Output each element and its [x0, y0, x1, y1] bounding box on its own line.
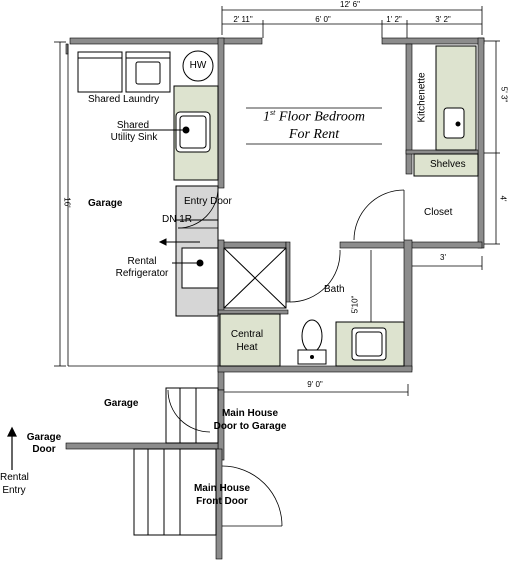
refrigerator-label-2: Refrigerator — [115, 268, 169, 279]
front-door — [221, 465, 283, 527]
refrigerator-label-1: Rental — [127, 256, 157, 267]
dim-closet-width: 3' — [440, 253, 446, 262]
closet-label: Closet — [424, 207, 453, 218]
refrigerator-box — [181, 247, 219, 289]
title-lines — [246, 107, 382, 145]
dim-seg-1: 2' 11" — [233, 15, 253, 24]
house-wall — [65, 442, 219, 450]
toilet-bowl — [301, 319, 323, 353]
dim-overall-width: 12' 6" — [340, 0, 360, 9]
lower-stairs — [133, 387, 219, 536]
page-subtitle: For Rent — [288, 127, 340, 142]
page-title: 1st Floor Bedroom — [262, 108, 366, 125]
washer — [77, 51, 123, 93]
front-door-label-2: Front Door — [196, 496, 248, 507]
garage-door-label-2: Door — [32, 444, 56, 455]
bath-top-wall — [219, 241, 287, 249]
kitchenette-shelf-wall — [405, 149, 479, 155]
bedroom-left-wall — [217, 37, 225, 189]
entry-area — [158, 185, 219, 317]
entry-door-label: Entry Door — [184, 196, 232, 207]
main-house-door-garage-label-2: Door to Garage — [213, 421, 287, 432]
dim-bottom-width: 9' 0" — [307, 380, 323, 389]
bath-label: Bath — [324, 284, 345, 295]
utility-sink-label-2: Utility Sink — [110, 132, 158, 143]
utility-sink-label-1: Shared — [116, 120, 150, 131]
laundry-appliances — [77, 50, 214, 93]
kitchenette-counter — [413, 45, 479, 177]
dn-1r-label: DN 1R — [162, 214, 193, 225]
water-heater — [182, 50, 214, 82]
garage-lower-label: Garage — [104, 398, 139, 409]
garage-outline — [67, 44, 218, 367]
bath-shower-wall — [285, 241, 291, 303]
rental-entry-label-1: Rental — [0, 472, 29, 483]
top-wall-bedroom-right — [381, 37, 485, 45]
kitchenette-label: Kitchenette — [416, 72, 428, 123]
walls — [65, 37, 485, 560]
closet-left-wall — [403, 239, 413, 371]
central-heat-label-1: Central — [230, 329, 264, 340]
shelves-box — [413, 153, 479, 177]
closet-door — [353, 189, 405, 241]
central-heat-top-wall — [217, 309, 289, 315]
top-wall-bedroom-left — [221, 37, 263, 45]
shelves-label: Shelves — [430, 159, 466, 170]
dim-bath-height: 5'10" — [350, 295, 360, 314]
garage-door-label-1: Garage — [26, 432, 62, 443]
dim-seg-3: 1' 2" — [386, 15, 402, 24]
central-heat-box — [219, 313, 281, 367]
bedroom-right-wall — [477, 37, 485, 249]
rental-entry-arrow — [7, 426, 17, 470]
top-wall-garage — [69, 37, 223, 45]
front-door-label-1: Main House — [193, 483, 251, 494]
shared-laundry-label: Shared Laundry — [88, 94, 160, 105]
dim-garage-depth: 16' — [62, 197, 72, 208]
bath-bottom-wall — [217, 365, 413, 373]
water-heater-label: HW — [189, 60, 207, 71]
dim-right-upper: 5' 3" — [499, 86, 509, 103]
central-heat-label-2: Heat — [236, 342, 258, 353]
dim-seg-2: 6' 0" — [315, 15, 331, 24]
main-house-door-garage-label-1: Main House — [221, 408, 279, 419]
dim-seg-4: 3' 2" — [435, 15, 451, 24]
garage-upper-label: Garage — [88, 198, 123, 209]
bath-fixtures — [219, 247, 405, 367]
kitchenette-left-wall — [405, 43, 413, 175]
rental-entry-label-2: Entry — [2, 485, 26, 496]
utility-sink — [122, 85, 219, 181]
dim-right-lower: 4' — [498, 195, 508, 202]
